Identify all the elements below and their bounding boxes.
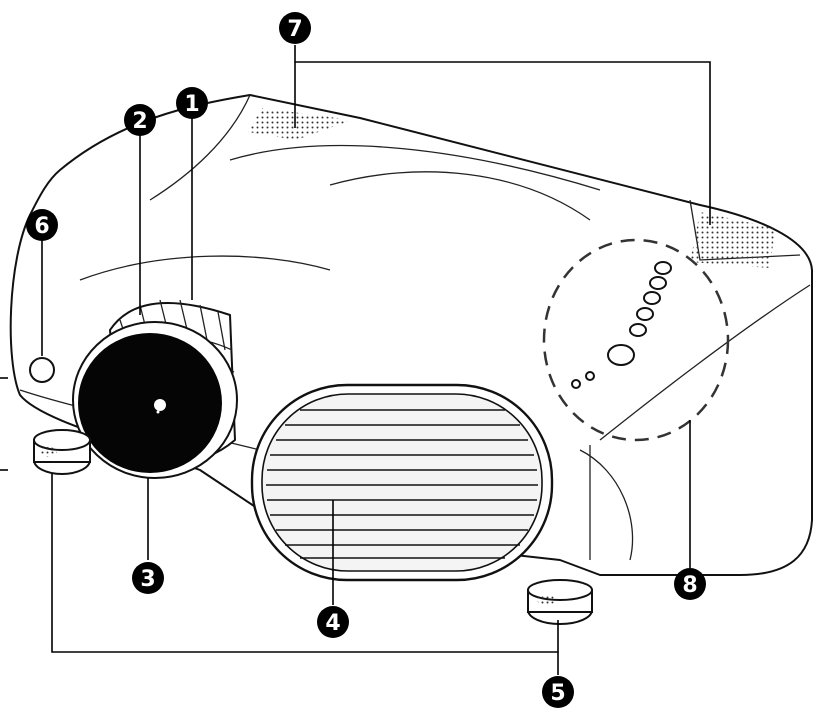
callout-number-7: 7 xyxy=(287,17,302,42)
callout-badge-8: 8 xyxy=(674,568,706,600)
callout-badge-7: 7 xyxy=(279,12,311,44)
control-panel xyxy=(542,238,730,442)
callout-number-5: 5 xyxy=(550,681,565,706)
lens xyxy=(72,321,238,479)
control-buttons xyxy=(571,261,672,389)
callout-number-6: 6 xyxy=(34,214,49,239)
callout-badge-5: 5 xyxy=(542,676,574,708)
air-vent xyxy=(250,383,554,582)
foot-left xyxy=(33,429,91,475)
speaker-grille-right xyxy=(690,212,775,268)
callout-number-1: 1 xyxy=(184,92,199,117)
leader-lines xyxy=(0,45,711,675)
callout-number-4: 4 xyxy=(325,611,340,636)
foot-right xyxy=(527,579,593,625)
callout-number-2: 2 xyxy=(132,109,147,134)
callout-badge-3: 3 xyxy=(132,562,164,594)
callout-number-8: 8 xyxy=(682,573,697,598)
callout-badge-2: 2 xyxy=(124,104,156,136)
callout-badge-4: 4 xyxy=(317,606,349,638)
callout-badge-6: 6 xyxy=(26,209,58,241)
ir-receiver-window xyxy=(29,357,55,383)
speaker-grille-left xyxy=(248,108,352,140)
callout-badge-1: 1 xyxy=(176,87,208,119)
callout-number-3: 3 xyxy=(140,567,155,592)
